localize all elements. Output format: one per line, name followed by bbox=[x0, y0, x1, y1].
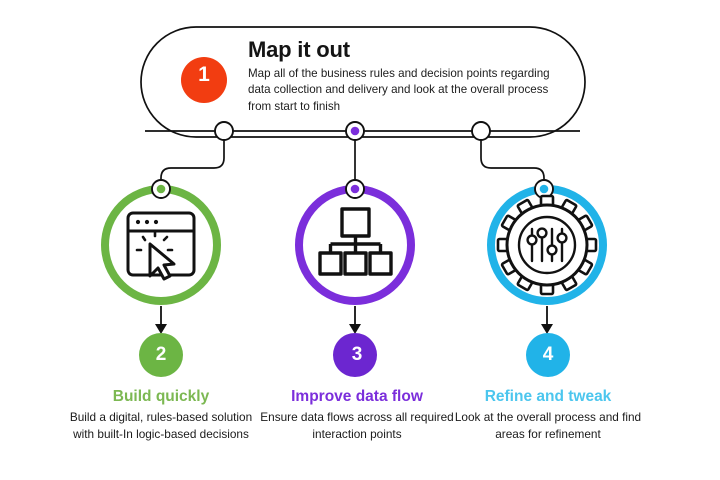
hero-badge-circle bbox=[181, 57, 227, 103]
arrow-head-purple bbox=[349, 324, 361, 334]
hero-title: Map it out bbox=[248, 37, 350, 62]
gear-settings-sliders-icon bbox=[496, 194, 598, 296]
connector-path-right bbox=[480, 131, 545, 189]
step-body-build-quickly: Build a digital, rules-based solution wi… bbox=[69, 410, 253, 442]
hierarchy-org-chart-icon bbox=[318, 207, 393, 276]
step-body-refine-and-tweak: Look at the overall process and find are… bbox=[454, 410, 642, 442]
arrow-head-blue bbox=[541, 324, 553, 334]
step-title-improve-data-flow: Improve data flow bbox=[291, 388, 423, 405]
hero-body-text: Map all of the business rules and decisi… bbox=[248, 67, 550, 113]
ring-node-purple-fill bbox=[350, 184, 360, 194]
connector-node-left[interactable] bbox=[214, 121, 234, 141]
icon-ring-green bbox=[101, 185, 221, 305]
step-number-circle-2 bbox=[139, 333, 183, 377]
step-number-circle-3 bbox=[333, 333, 377, 377]
ring-node-green-fill bbox=[156, 184, 166, 194]
browser-window-cursor-icon bbox=[126, 211, 196, 281]
step-title-build-quickly: Build quickly bbox=[112, 388, 210, 405]
connector-node-center-fill bbox=[350, 126, 360, 136]
step-number-circle-4 bbox=[526, 333, 570, 377]
connector-path-left bbox=[160, 131, 225, 189]
step-body-improve-data-flow: Ensure data flows across all required in… bbox=[260, 410, 454, 442]
arrow-head-green bbox=[155, 324, 167, 334]
ring-node-blue-fill bbox=[539, 184, 549, 194]
hero-card bbox=[140, 26, 586, 138]
connector-node-right[interactable] bbox=[471, 121, 491, 141]
step-title-refine-and-tweak: Refine and tweak bbox=[484, 388, 612, 405]
